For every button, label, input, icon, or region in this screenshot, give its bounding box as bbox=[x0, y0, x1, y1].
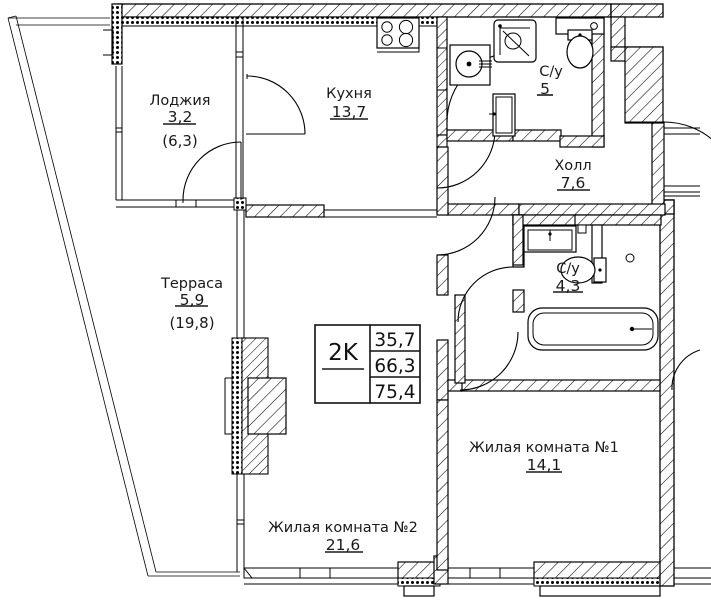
room-label-bath-bot-name: С/у bbox=[556, 261, 580, 277]
room-label-terrace-area: 5,9 bbox=[180, 291, 205, 309]
water-heater-icon bbox=[489, 93, 516, 137]
washing-machine-icon bbox=[449, 44, 492, 86]
summary-type-label: 2K bbox=[328, 340, 359, 366]
structural-walls bbox=[103, 3, 711, 597]
room-label-bath-top-name: С/у bbox=[539, 64, 563, 80]
toilet-icon bbox=[566, 29, 594, 69]
summary-value-1: 35,7 bbox=[374, 330, 415, 351]
room-label-living-1-name: Жилая комната №1 bbox=[469, 440, 619, 456]
summary-box bbox=[314, 324, 421, 404]
summary-value-2: 66,3 bbox=[374, 356, 415, 377]
room-label-loggia-area: 3,2 bbox=[168, 108, 193, 126]
vanity-sink-icon bbox=[523, 225, 577, 253]
room-label-loggia-total: (6,3) bbox=[162, 132, 198, 150]
room-label-kitchen-name: Кухня bbox=[326, 86, 372, 102]
room-label-living-2-name: Жилая комната №2 bbox=[268, 520, 418, 536]
bathtub-icon bbox=[527, 307, 659, 351]
room-label-living-2-area: 21,6 bbox=[326, 536, 361, 554]
room-label-bath-bot-area: 4,3 bbox=[556, 277, 581, 295]
room-label-loggia-name: Лоджия bbox=[149, 93, 210, 109]
room-label-terrace-name: Терраса bbox=[160, 276, 223, 292]
room-label-hall-name: Холл bbox=[554, 158, 591, 174]
toilet-icon bbox=[560, 253, 635, 284]
room-label-terrace-total: (19,8) bbox=[169, 314, 214, 332]
room-label-living-1-area: 14,1 bbox=[527, 456, 562, 474]
room-label-kitchen-area: 13,7 bbox=[332, 103, 367, 121]
shower-cabin-icon bbox=[493, 19, 537, 63]
summary-value-3: 75,4 bbox=[374, 382, 415, 403]
cooktop-icon bbox=[376, 17, 420, 53]
terrace-outline bbox=[7, 15, 240, 577]
area-underlines bbox=[163, 94, 590, 553]
room-label-bath-top-area: 5 bbox=[540, 80, 550, 98]
room-label-hall-area: 7,6 bbox=[561, 174, 586, 192]
